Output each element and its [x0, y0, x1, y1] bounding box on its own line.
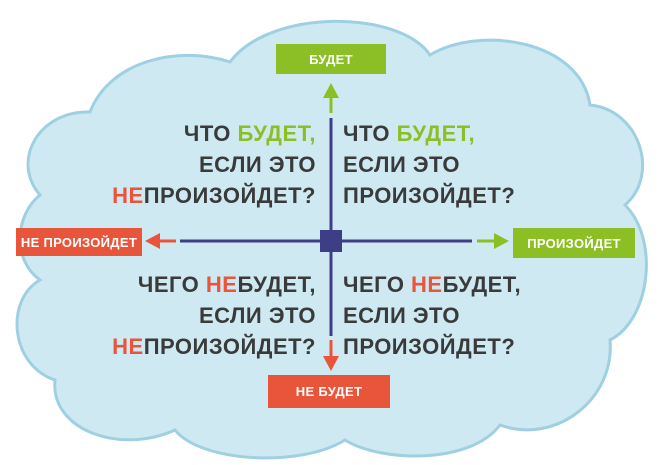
question-line: НЕПРОИЗОЙДЕТ?	[112, 334, 316, 359]
label-right-box: ПРОИЗОЙДЕТ	[513, 228, 635, 258]
quadrant-bottom-right-text: ЧЕГО НЕБУДЕТ, ЕСЛИ ЭТО ПРОИЗОЙДЕТ?	[343, 269, 521, 362]
question-line: ЕСЛИ ЭТО	[198, 152, 316, 177]
quadrant-bottom-left-text: ЧЕГО НЕБУДЕТ, ЕСЛИ ЭТО НЕПРОИЗОЙДЕТ?	[112, 269, 316, 362]
label-bottom-box: НЕ БУДЕТ	[268, 375, 390, 408]
question-line: ЧТО БУДЕТ,	[343, 121, 476, 146]
question-line: ПРОИЗОЙДЕТ?	[343, 334, 516, 359]
question-line: ПРОИЗОЙДЕТ?	[343, 183, 516, 208]
quadrant-top-left-text: ЧТО БУДЕТ, ЕСЛИ ЭТО НЕПРОИЗОЙДЕТ?	[112, 118, 316, 211]
quadrant-top-right-text: ЧТО БУДЕТ, ЕСЛИ ЭТО ПРОИЗОЙДЕТ?	[343, 118, 515, 211]
question-line: ЕСЛИ ЭТО	[343, 152, 461, 177]
arrow-down-icon	[323, 340, 339, 371]
arrow-up-icon	[323, 83, 339, 113]
label-top-box: БУДЕТ	[276, 44, 386, 74]
question-line: ЕСЛИ ЭТО	[343, 303, 461, 328]
question-line: ЧТО БУДЕТ,	[183, 121, 316, 146]
question-line: НЕПРОИЗОЙДЕТ?	[112, 183, 316, 208]
arrow-right-icon	[477, 233, 509, 249]
arrow-left-icon	[145, 233, 176, 249]
question-line: ЧЕГО НЕБУДЕТ,	[137, 272, 316, 297]
axis-center-square	[320, 230, 342, 252]
label-left-box: НЕ ПРОИЗОЙДЕТ	[16, 228, 142, 256]
axes	[180, 118, 472, 336]
question-line: ЧЕГО НЕБУДЕТ,	[343, 272, 522, 297]
question-line: ЕСЛИ ЭТО	[198, 303, 316, 328]
